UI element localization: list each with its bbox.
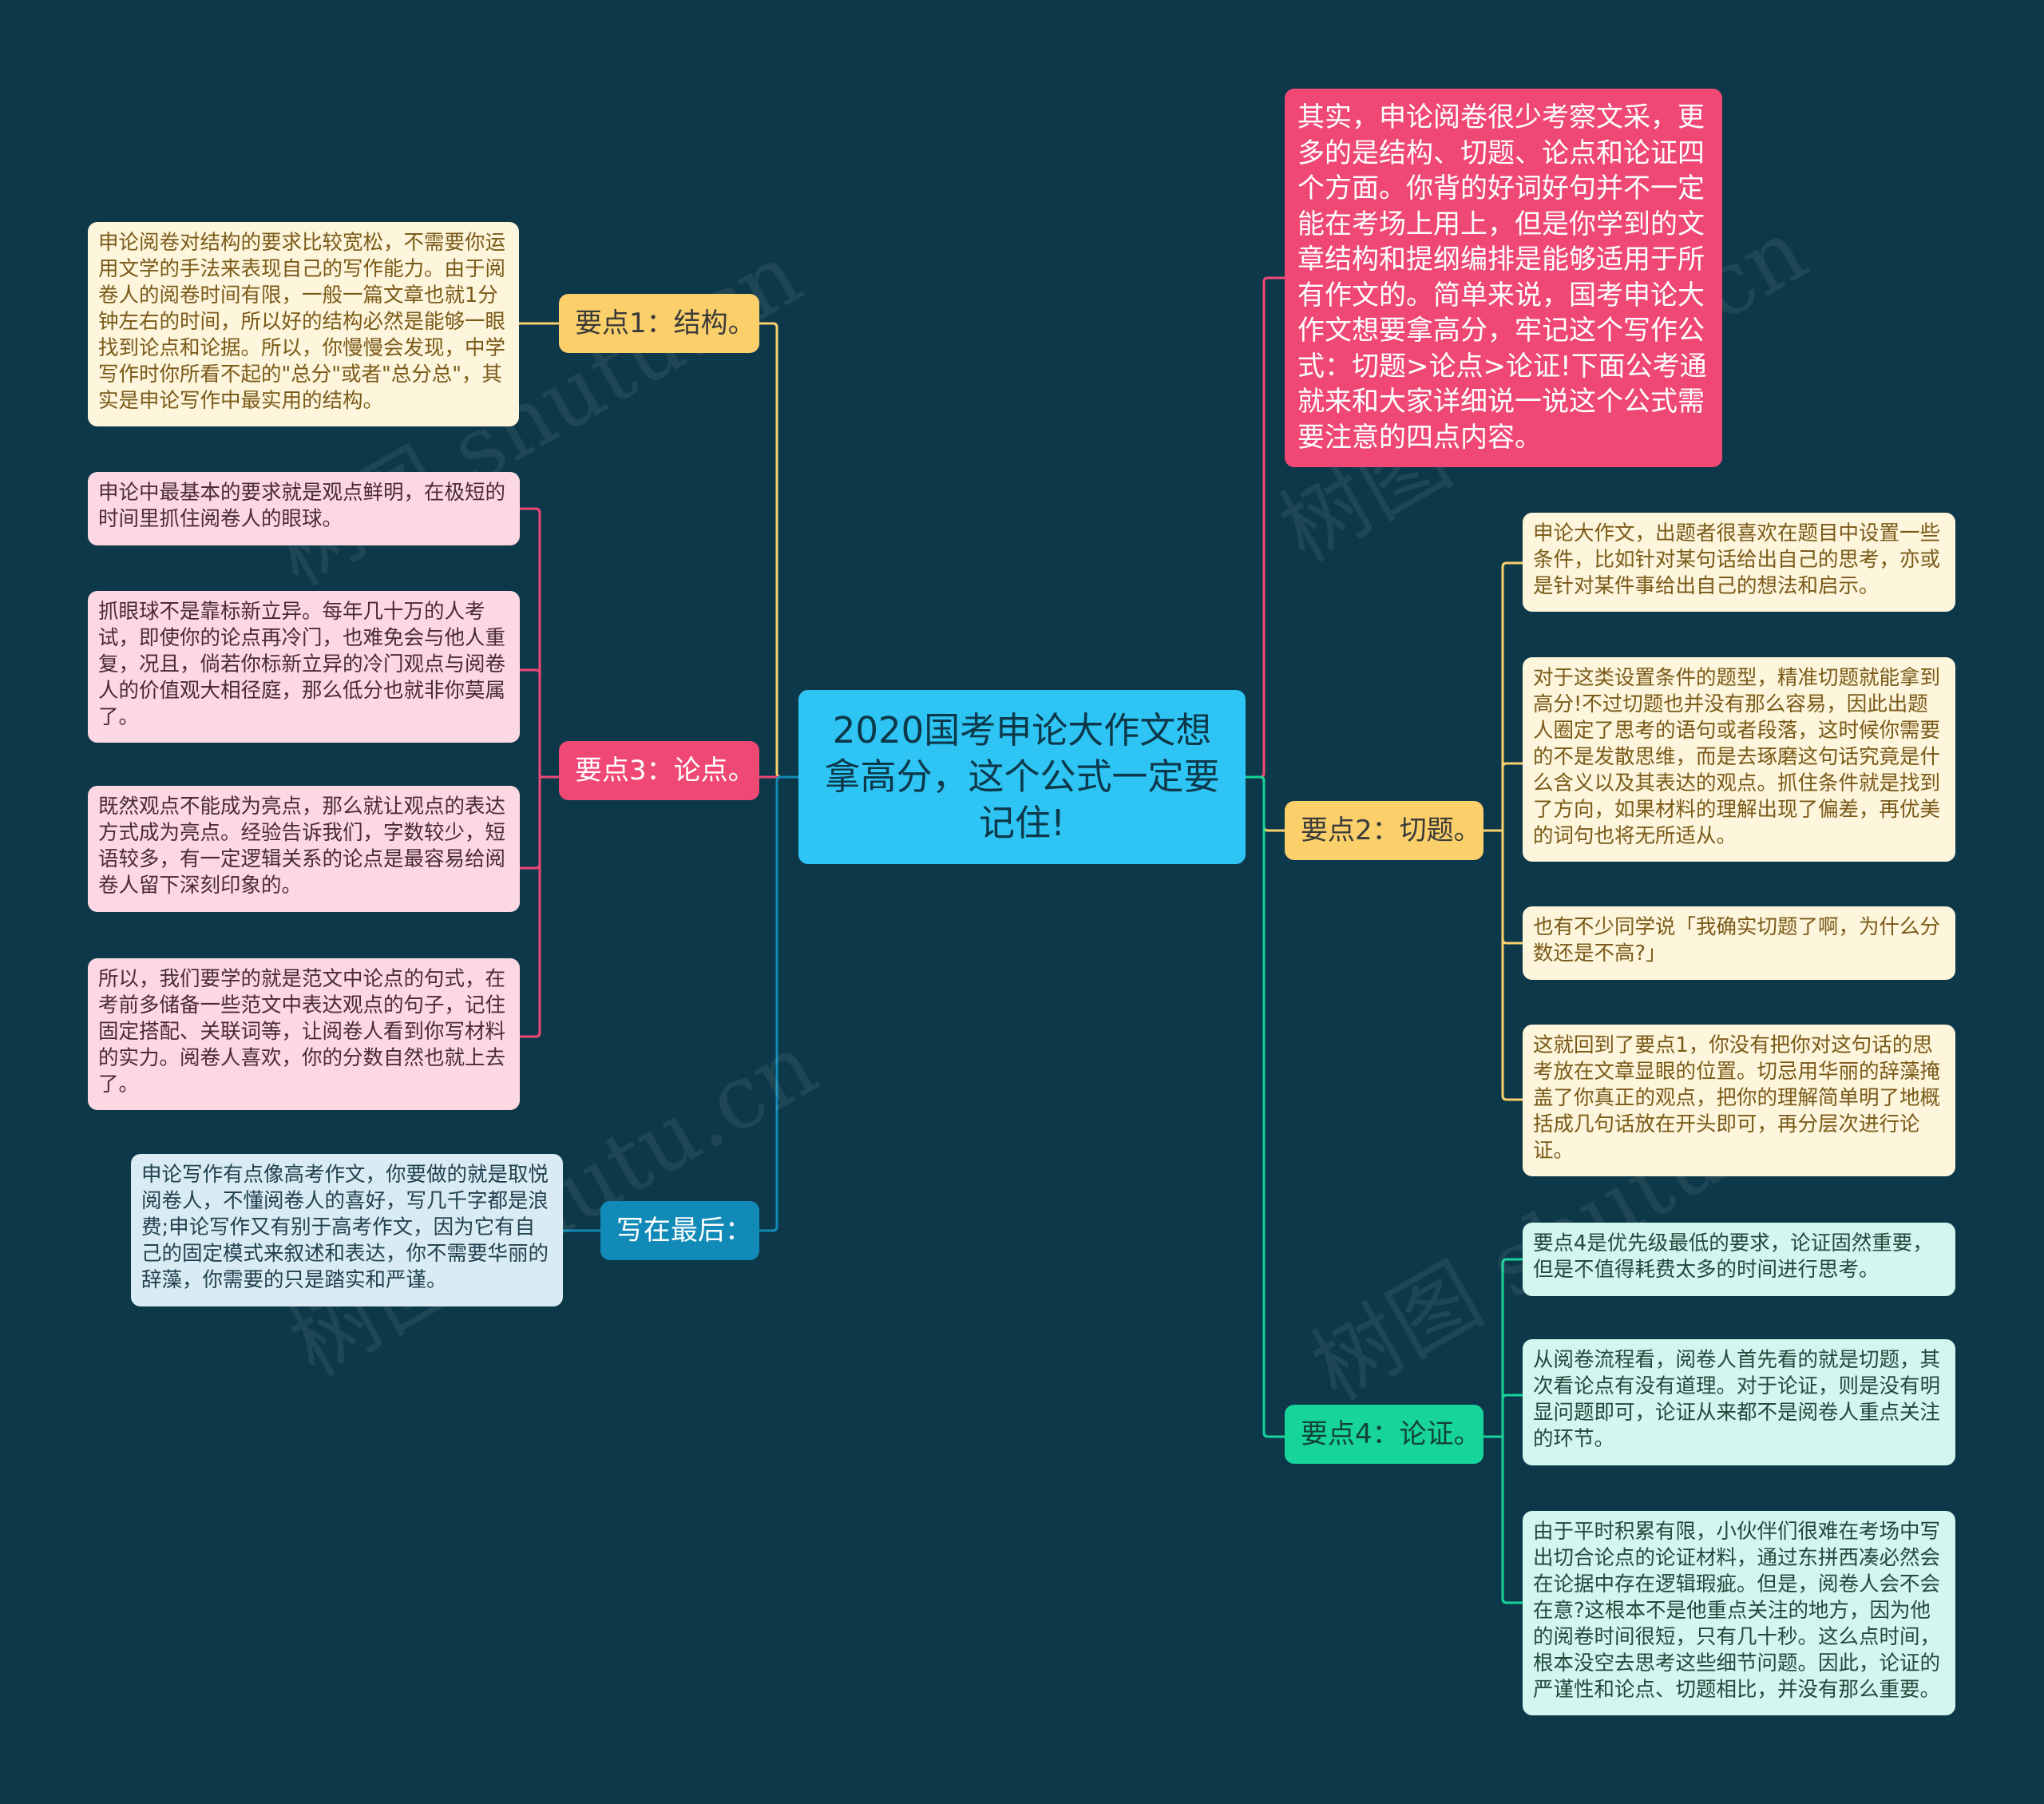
leaf-point2-1[interactable]: 申论大作文，出题者很喜欢在题目中设置一些条件，比如针对某句话给出自己的思考，亦或… (1523, 513, 1955, 612)
leaf-point2-2[interactable]: 对于这类设置条件的题型，精准切题就能拿到高分!不过切题也并没有那么容易，因此出题… (1523, 657, 1955, 862)
leaf-conclusion[interactable]: 申论写作有点像高考作文，你要做的就是取悦阅卷人，不懂阅卷人的喜好，写几千字都是浪… (131, 1154, 563, 1306)
leaf-point3-4[interactable]: 所以，我们要学的就是范文中论点的句式，在考前多储备一些范文中表达观点的句子，记住… (88, 958, 520, 1110)
leaf-point4-3[interactable]: 由于平时积累有限，小伙伴们很难在考场中写出切合论点的论证材料，通过东拼西凑必然会… (1523, 1511, 1955, 1715)
central-topic[interactable]: 2020国考申论大作文想拿高分，这个公式一定要记住! (798, 690, 1246, 864)
leaf-point2-4[interactable]: 这就回到了要点1，你没有把你对这句话的思考放在文章显眼的位置。切忌用华丽的辞藻掩… (1523, 1025, 1955, 1176)
branch-point2-on-topic[interactable]: 要点2：切题。 (1285, 801, 1483, 860)
intro-note[interactable]: 其实，申论阅卷很少考察文采，更多的是结构、切题、论点和论证四个方面。你背的好词好… (1285, 89, 1722, 467)
branch-point1-structure[interactable]: 要点1：结构。 (559, 294, 759, 353)
leaf-point3-2[interactable]: 抓眼球不是靠标新立异。每年几十万的人考试，即使你的论点再冷门，也难免会与他人重复… (88, 591, 520, 743)
branch-point3-argument[interactable]: 要点3：论点。 (559, 741, 759, 800)
leaf-point4-1[interactable]: 要点4是优先级最低的要求，论证固然重要，但是不值得耗费太多的时间进行思考。 (1523, 1223, 1955, 1296)
leaf-point3-1[interactable]: 申论中最基本的要求就是观点鲜明，在极短的时间里抓住阅卷人的眼球。 (88, 472, 520, 545)
leaf-point3-3[interactable]: 既然观点不能成为亮点，那么就让观点的表达方式成为亮点。经验告诉我们，字数较少，短… (88, 786, 520, 912)
leaf-point2-3[interactable]: 也有不少同学说「我确实切题了啊，为什么分数还是不高?」 (1523, 906, 1955, 980)
branch-conclusion[interactable]: 写在最后： (600, 1201, 759, 1260)
leaf-point1-structure[interactable]: 申论阅卷对结构的要求比较宽松，不需要你运用文学的手法来表现自己的写作能力。由于阅… (88, 222, 519, 426)
branch-point4-reasoning[interactable]: 要点4：论证。 (1285, 1405, 1483, 1464)
leaf-point4-2[interactable]: 从阅卷流程看，阅卷人首先看的就是切题，其次看论点有没有道理。对于论证，则是没有明… (1523, 1339, 1955, 1465)
